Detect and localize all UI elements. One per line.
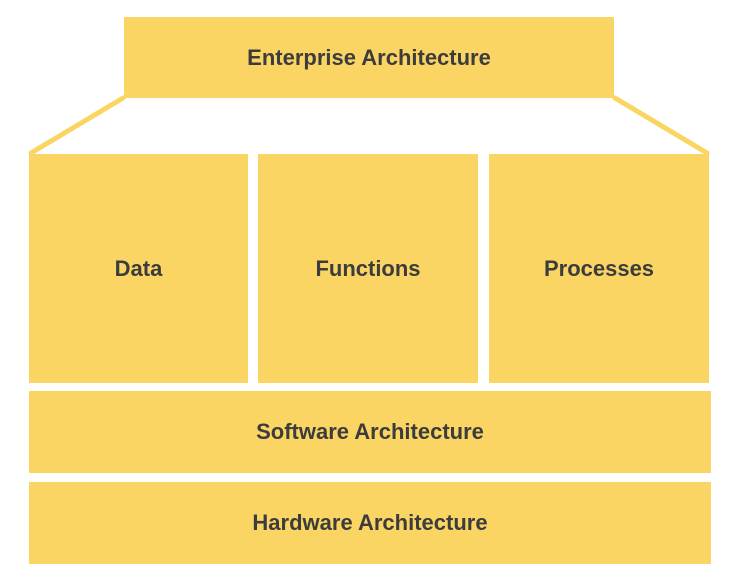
enterprise-architecture-block: Enterprise Architecture: [124, 17, 614, 98]
right-connector-line: [612, 95, 710, 156]
functions-column: Functions: [258, 154, 478, 383]
processes-label: Processes: [543, 255, 655, 281]
software-architecture-layer: Software Architecture: [29, 391, 711, 473]
hardware-architecture-layer: Hardware Architecture: [29, 482, 711, 564]
processes-column: Processes: [489, 154, 709, 383]
hardware-architecture-label: Hardware Architecture: [252, 510, 488, 535]
enterprise-architecture-label: Enterprise Architecture: [247, 44, 491, 70]
data-column: Data: [29, 154, 248, 383]
left-connector-line: [28, 95, 126, 156]
software-architecture-label: Software Architecture: [256, 419, 484, 444]
data-label: Data: [114, 255, 163, 281]
functions-label: Functions: [315, 255, 421, 281]
